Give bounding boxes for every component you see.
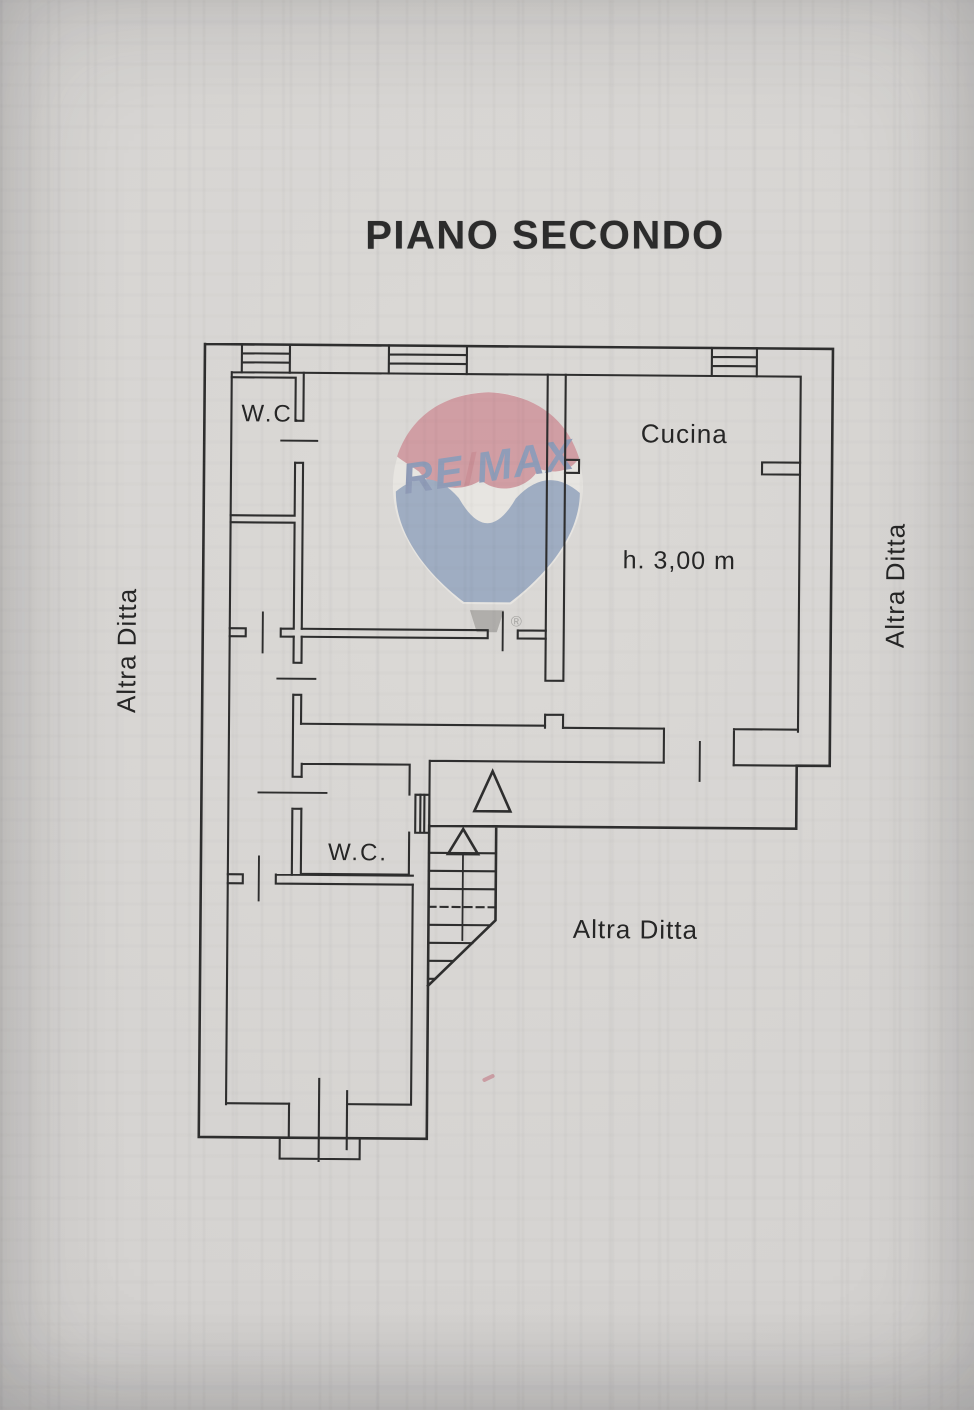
room-wc-lower (299, 762, 411, 876)
landing-door-leaf (414, 793, 431, 834)
room-bottom (224, 883, 414, 1106)
stairs (426, 768, 513, 980)
inner-wall-faces (224, 371, 802, 1106)
balloon-blue-panel (395, 479, 580, 603)
floor-plan-walls (197, 342, 835, 1162)
balloon-red-panel (397, 392, 580, 489)
room-main-south-wall (300, 627, 547, 640)
door-markers (257, 439, 701, 902)
window-symbols (240, 343, 759, 1162)
registered-trademark-symbol: ® (511, 613, 522, 630)
flue-notches (563, 458, 802, 476)
page-title: PIANO SECONDO (365, 213, 725, 258)
kitchen-height-label: h. 3,00 m (623, 546, 736, 575)
main-kitchen-wall (543, 373, 567, 729)
stairs-arrow-shaft (461, 853, 464, 941)
kitchen-south-wall (561, 726, 800, 767)
room-store (228, 521, 296, 638)
room-left-middle (290, 635, 303, 876)
bottom-room-north-wall (226, 873, 414, 886)
remax-wordmark: RE/MAX (399, 430, 579, 503)
neighbor-label-bottom: Altra Ditta (573, 914, 698, 945)
neighbor-label-right: Altra Ditta (880, 523, 911, 648)
room-label-wc-top: W.C. (241, 400, 301, 427)
stairs-up-arrow-large (472, 768, 513, 813)
neighbor-label-left: Altra Ditta (111, 588, 142, 713)
corridor-landing-walls (299, 722, 831, 827)
balloon-basket (469, 610, 504, 633)
stairs-up-arrow-small (445, 826, 481, 856)
remax-balloon-watermark: RE/MAX ® (392, 392, 583, 633)
room-label-kitchen: Cucina (641, 418, 728, 449)
room-wc-top (229, 371, 305, 630)
room-label-wc-lower: W.C. (328, 839, 388, 866)
